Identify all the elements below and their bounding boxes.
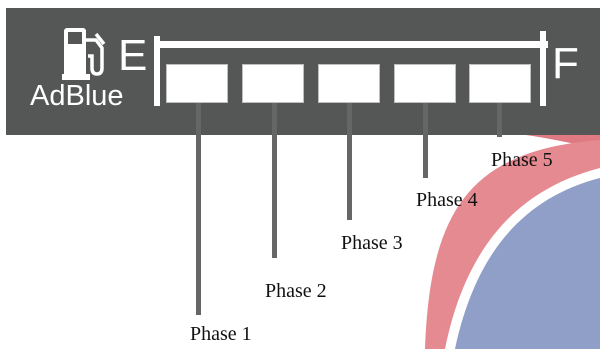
leader-line-3 — [347, 103, 352, 220]
gauge-segment-5 — [469, 64, 531, 103]
phase-label-1: Phase 1 — [190, 323, 252, 345]
fuel-pump-icon — [62, 28, 106, 80]
leader-line-4 — [423, 103, 428, 178]
phase-label-5: Phase 5 — [491, 149, 553, 171]
phase-label-2: Phase 2 — [265, 280, 327, 302]
phase-label-4: Phase 4 — [416, 189, 478, 211]
phase-label-3: Phase 3 — [341, 232, 403, 254]
gauge-segment-2 — [242, 64, 304, 103]
full-label: F — [552, 39, 579, 88]
full-end-post — [540, 31, 546, 106]
gauge-segment-4 — [394, 64, 456, 103]
leader-line-5 — [497, 103, 502, 137]
empty-label: E — [118, 31, 148, 80]
scale-bar — [154, 41, 548, 48]
gauge-segment-3 — [318, 64, 380, 103]
fluid-label: AdBlue — [30, 80, 124, 112]
leader-line-2 — [272, 103, 277, 258]
empty-end-post — [154, 36, 160, 106]
leader-line-1 — [196, 103, 201, 315]
gauge-segment-1 — [166, 64, 228, 103]
